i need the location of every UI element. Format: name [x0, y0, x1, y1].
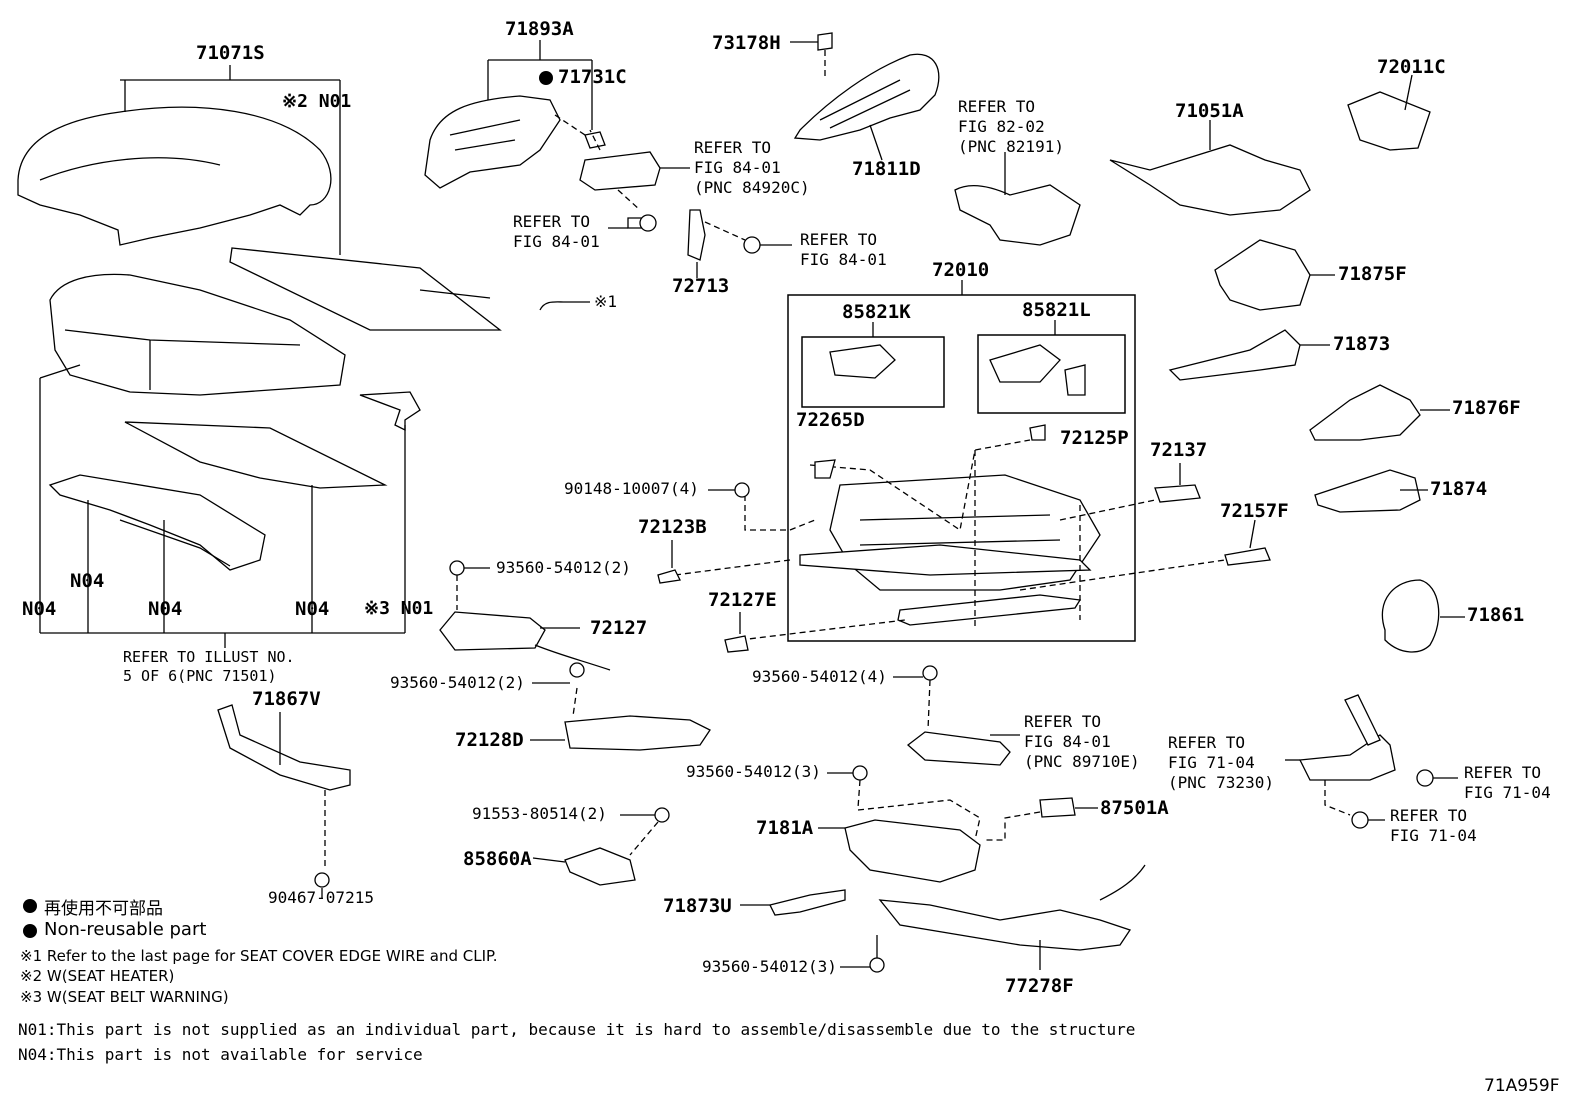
- label-72713: 72713: [672, 275, 730, 297]
- label-72123B: 72123B: [638, 516, 707, 538]
- refer-fig-82-02: REFER TO FIG 82-02 (PNC 82191): [958, 97, 1064, 156]
- label-85821K: 85821K: [842, 301, 911, 323]
- legend-jp: 再使用不可部品: [44, 899, 163, 919]
- refer-fig-84-01-b: REFER TO FIG 84-01: [800, 230, 887, 269]
- label-93560-54012-a: 93560-54012(2): [496, 558, 631, 577]
- label-72127: 72127: [590, 617, 648, 639]
- note-n04: N04:This part is not available for servi…: [18, 1045, 423, 1064]
- refer-fig-71-04-a: REFER TO FIG 71-04: [1464, 763, 1551, 802]
- label-91553-80514: 91553-80514(2): [472, 804, 607, 823]
- label-72010: 72010: [932, 259, 990, 281]
- label-90148-10007: 90148-10007(4): [564, 479, 699, 498]
- note-3: ※3 W(SEAT BELT WARNING): [20, 988, 229, 1006]
- marker-x1: ※1: [594, 292, 618, 311]
- label-71874: 71874: [1430, 478, 1488, 500]
- marker-n01-heater: ※2 N01: [282, 91, 352, 112]
- label-72127E: 72127E: [708, 589, 777, 611]
- label-71051A: 71051A: [1175, 100, 1244, 122]
- label-71875F: 71875F: [1338, 263, 1407, 285]
- refer-fig-71-04-73230: REFER TO FIG 71-04 (PNC 73230): [1168, 733, 1274, 792]
- marker-n04-d: N04: [295, 598, 330, 620]
- label-72011C: 72011C: [1377, 56, 1446, 78]
- label-71893A: 71893A: [505, 18, 574, 40]
- refer-fig-84-01-84920C: REFER TO FIG 84-01 (PNC 84920C): [694, 138, 810, 197]
- label-71731C: 71731C: [558, 66, 627, 88]
- label-73178H: 73178H: [712, 32, 781, 54]
- label-90467-07215: 90467-07215: [268, 888, 374, 907]
- label-71876F: 71876F: [1452, 397, 1521, 419]
- refer-illust-5-of-6: REFER TO ILLUST NO. 5 OF 6(PNC 71501): [123, 648, 295, 685]
- label-77278F: 77278F: [1005, 975, 1074, 997]
- label-72128D: 72128D: [455, 729, 524, 751]
- note-2: ※2 W(SEAT HEATER): [20, 967, 175, 985]
- label-71071S: 71071S: [196, 42, 265, 64]
- label-71873U: 71873U: [663, 895, 732, 917]
- note-n01: N01:This part is not supplied as an indi…: [18, 1020, 1136, 1039]
- marker-n04-b: N04: [70, 570, 105, 592]
- label-93560-54012-d: 93560-54012(3): [686, 762, 821, 781]
- refer-fig-84-01-89710E: REFER TO FIG 84-01 (PNC 89710E): [1024, 712, 1140, 771]
- label-72137: 72137: [1150, 439, 1208, 461]
- note-1: ※1 Refer to the last page for SEAT COVER…: [20, 947, 498, 965]
- label-93560-54012-e: 93560-54012(3): [702, 957, 837, 976]
- label-71867V: 71867V: [252, 688, 321, 710]
- label-87501A: 87501A: [1100, 797, 1169, 819]
- legend-non-reusable: Non-reusable part: [44, 919, 207, 940]
- refer-fig-71-04-b: REFER TO FIG 71-04: [1390, 806, 1477, 845]
- label-85821L: 85821L: [1022, 299, 1091, 321]
- seat-cover-shape: [17, 106, 332, 246]
- label-71811D: 71811D: [852, 158, 921, 180]
- marker-n04-c: N04: [148, 598, 183, 620]
- marker-n04-a: N04: [22, 598, 57, 620]
- label-93560-54012-c: 93560-54012(4): [752, 667, 887, 686]
- label-72265D: 72265D: [796, 409, 865, 431]
- label-93560-54012-b: 93560-54012(2): [390, 673, 525, 692]
- figure-id: 71A959F: [1484, 1076, 1560, 1096]
- label-71861: 71861: [1467, 604, 1525, 626]
- refer-fig-84-01-a: REFER TO FIG 84-01: [513, 212, 600, 251]
- label-72157F: 72157F: [1220, 500, 1289, 522]
- label-85860A: 85860A: [463, 848, 532, 870]
- label-71873: 71873: [1333, 333, 1391, 355]
- label-72125P: 72125P: [1060, 427, 1129, 449]
- label-7181A: 7181A: [756, 817, 814, 839]
- marker-n01-belt: ※3 N01: [364, 598, 434, 619]
